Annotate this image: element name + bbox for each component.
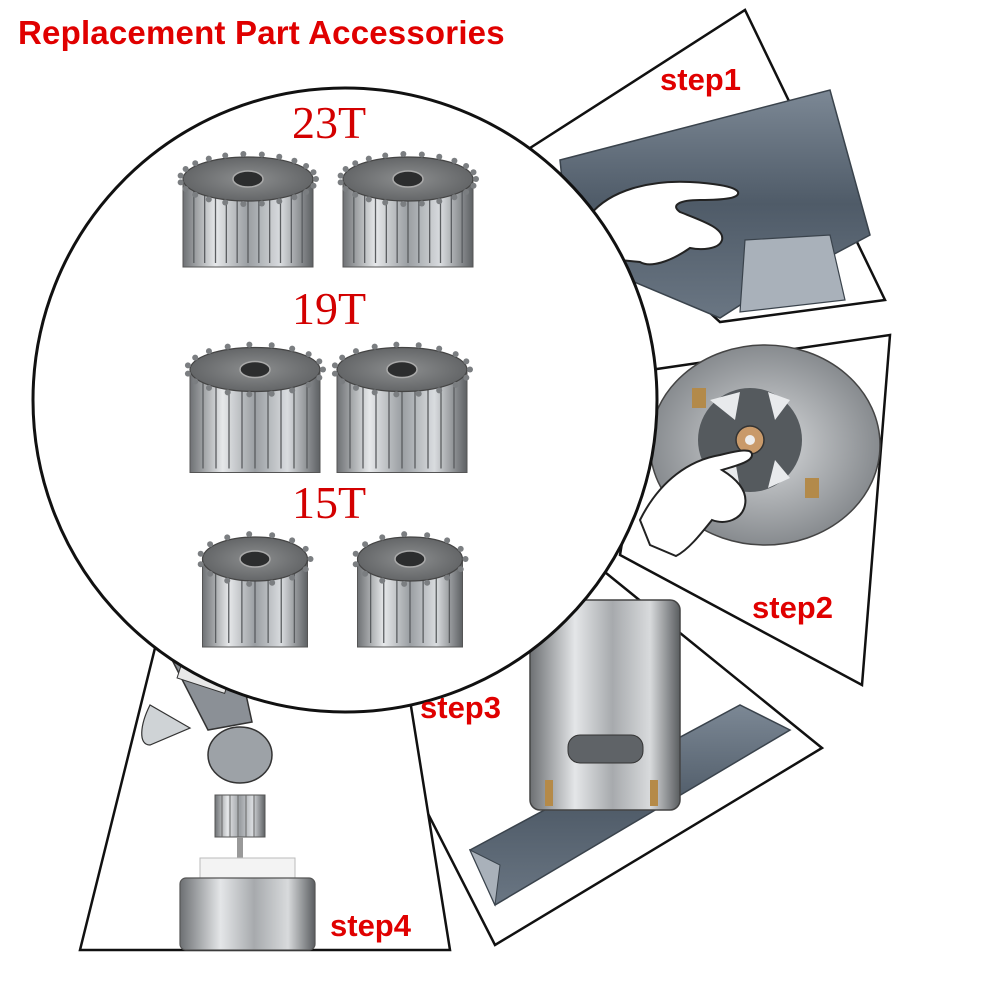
gear-icon [184,341,326,473]
gear-size-label-23t: 23T [292,97,367,148]
hand-icon [588,180,740,266]
step2-label: step2 [752,590,833,625]
gear-icon [352,531,469,648]
gear-icon [197,531,314,648]
gear-icon [177,151,319,268]
gears-layer [177,151,479,648]
gear-icon [331,341,473,473]
step3-label: step3 [420,690,501,725]
motor-shaft-housing [179,857,316,951]
gear-size-label-15t: 15T [292,477,367,528]
motor [529,599,681,811]
gear-size-label-19t: 19T [292,283,367,334]
small-gear-icon [214,794,266,859]
step2-panel [618,333,892,688]
step1-label: step1 [660,62,741,97]
pointing-hand-icon [638,449,754,558]
page-title: Replacement Part Accessories [18,14,505,51]
gear-icon [337,151,479,268]
step4-label: step4 [330,908,411,943]
step1-panel [527,8,887,324]
